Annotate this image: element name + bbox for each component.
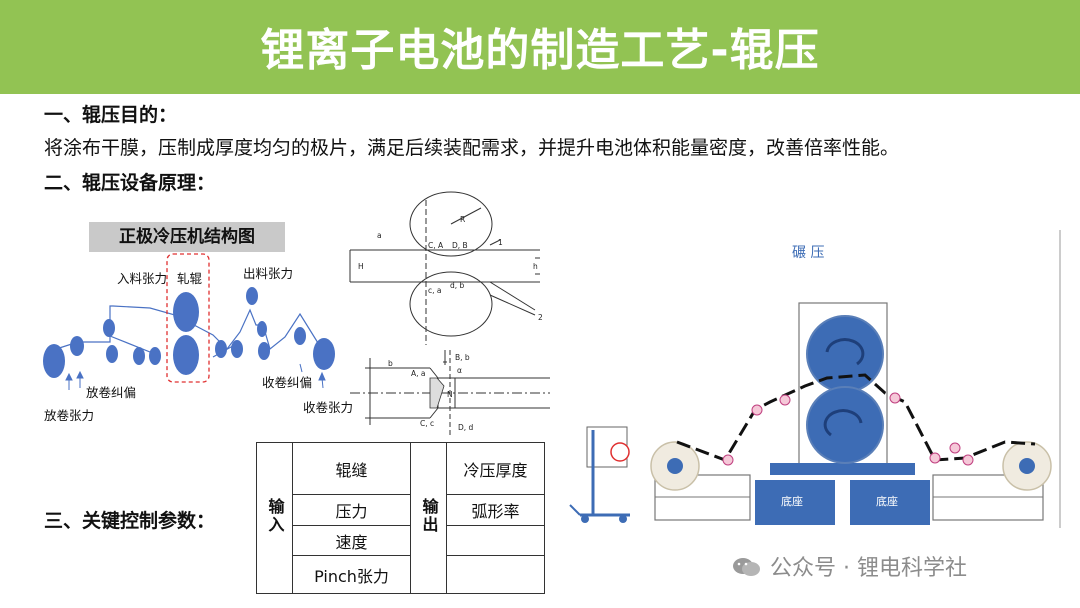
base-left (755, 480, 835, 525)
section3-heading: 三、关键控制参数： (44, 510, 216, 532)
roll-gap-schematic: a R C, A D, B H h c, a d, b 1 2 b B, b A… (349, 191, 550, 435)
svg-text:C, A: C, A (428, 241, 444, 250)
section1-heading: 一、辊压目的： (44, 104, 178, 126)
label-unwind-tension: 放卷张力 (44, 408, 95, 423)
label-rewind-tension: 收卷张力 (303, 400, 354, 415)
rotation-arrow-icon (825, 338, 865, 366)
label-unwind-correction: 放卷纠偏 (86, 385, 137, 400)
label-outfeed-tension: 出料张力 (243, 266, 294, 281)
guide-roller (258, 342, 270, 360)
guide-rollers-pink (722, 392, 974, 466)
input-header: 输入 (265, 498, 285, 534)
title-banner: 锂离子电池的制造工艺-辊压 (0, 0, 1080, 94)
svg-text:D, d: D, d (458, 423, 474, 432)
svg-text:A, a: A, a (411, 369, 426, 378)
arrows (65, 363, 326, 390)
right-diagram-title: 碾 压 (792, 245, 824, 261)
rotation-arrow-icon (823, 409, 863, 437)
svg-text:C, c: C, c (420, 419, 434, 428)
guide-roller (70, 336, 84, 356)
input-cell: 速度 (292, 525, 411, 556)
lower-roll (806, 386, 884, 464)
svg-text:2: 2 (538, 313, 543, 322)
svg-text:D, B: D, B (452, 241, 468, 250)
upper-press-roll (173, 292, 199, 332)
lower-roll-outline (409, 271, 493, 337)
svg-text:R: R (460, 215, 465, 224)
cold-press-diagram-title: 正极冷压机结构图 (89, 222, 285, 252)
output-cell (446, 555, 545, 594)
base-right-label: 底座 (876, 494, 898, 508)
watermark: 公众号 · 锂电科学社 (732, 550, 967, 582)
guide-roller (246, 287, 258, 305)
svg-text:α: α (457, 366, 462, 375)
svg-text:h: h (533, 262, 538, 271)
svg-text:1: 1 (498, 238, 503, 247)
input-header-cell: 输入 (256, 442, 293, 594)
rewind-roller (313, 338, 335, 370)
svg-text:N: N (447, 390, 453, 399)
wechat-icon (733, 558, 760, 576)
svg-text:d, b: d, b (450, 281, 465, 290)
guide-roller (133, 347, 145, 365)
output-header: 输出 (419, 498, 439, 534)
label-infeed-tension: 入料张力 (117, 271, 168, 286)
section1-text: 将涂布干膜，压制成厚度均匀的极片，满足后续装配需求，并提升电池体积能量密度，改善… (44, 137, 900, 159)
unwind-core (667, 458, 683, 474)
guide-roller (215, 340, 227, 358)
svg-text:B, b: B, b (455, 353, 470, 362)
guide-roller (294, 327, 306, 345)
guide-roller (231, 340, 243, 358)
input-cell: Pinch张力 (292, 555, 411, 594)
label-roller: 轧辊 (177, 271, 203, 286)
roll-highlight-box (166, 253, 210, 383)
guide-roller (257, 321, 267, 337)
output-header-cell: 输出 (410, 442, 447, 594)
watermark-text: 公众号 · 锂电科学社 (770, 556, 967, 581)
guide-roller (149, 347, 161, 365)
press-beam (770, 463, 915, 475)
svg-text:a: a (377, 231, 382, 240)
rewind-core (1019, 458, 1035, 474)
key-parameters-table: 输入 辊缝 输出 冷压厚度 压力 弧形率 速度 Pinch张力 (256, 442, 545, 594)
upper-roll (806, 315, 884, 393)
guide-roller (106, 345, 118, 363)
output-cell: 冷压厚度 (446, 442, 545, 495)
page-title: 锂离子电池的制造工艺-辊压 (260, 25, 820, 76)
unwind-roller (43, 344, 65, 378)
rolling-machine-diagram: 碾 压 底座 底座 (569, 230, 1061, 528)
base-right (850, 480, 930, 525)
input-cell: 压力 (292, 494, 411, 526)
base-left-label: 底座 (781, 494, 803, 508)
section2-heading: 二、辊压设备原理： (44, 172, 216, 194)
svg-text:b: b (388, 359, 393, 368)
guide-roller (103, 319, 115, 337)
label-rewind-correction: 收卷纠偏 (262, 375, 313, 390)
rollers (43, 287, 335, 378)
output-cell (446, 525, 545, 556)
svg-text:H: H (358, 262, 364, 271)
output-cell: 弧形率 (446, 494, 545, 526)
cold-press-structure-diagram (43, 253, 335, 390)
upper-roll-outline (409, 191, 493, 257)
input-cell: 辊缝 (292, 442, 411, 495)
lower-press-roll (173, 335, 199, 375)
svg-text:c, a: c, a (428, 286, 442, 295)
